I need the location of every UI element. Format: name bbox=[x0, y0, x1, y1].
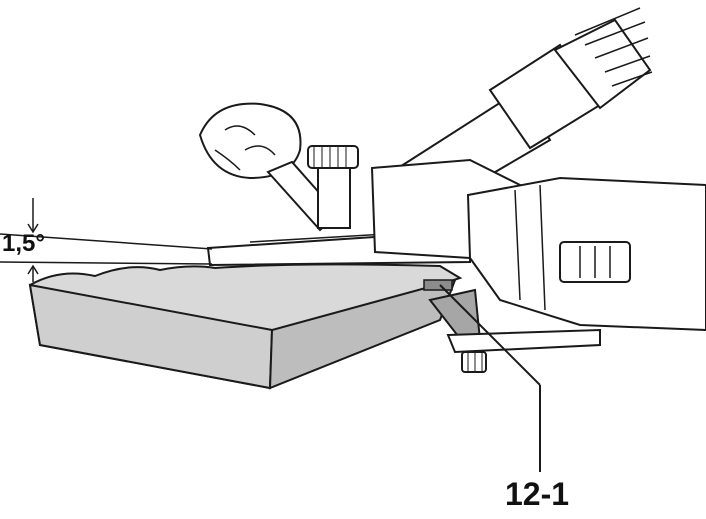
depth-adjust-knob bbox=[307, 145, 359, 229]
tool-housing bbox=[370, 158, 706, 332]
angle-dimension bbox=[0, 198, 213, 282]
angle-label: 1,5° bbox=[2, 230, 45, 257]
guide-bracket bbox=[423, 279, 601, 373]
callout-leader bbox=[439, 284, 541, 472]
callout-label: 12-1 bbox=[505, 476, 570, 512]
workpiece-board bbox=[28, 263, 463, 390]
